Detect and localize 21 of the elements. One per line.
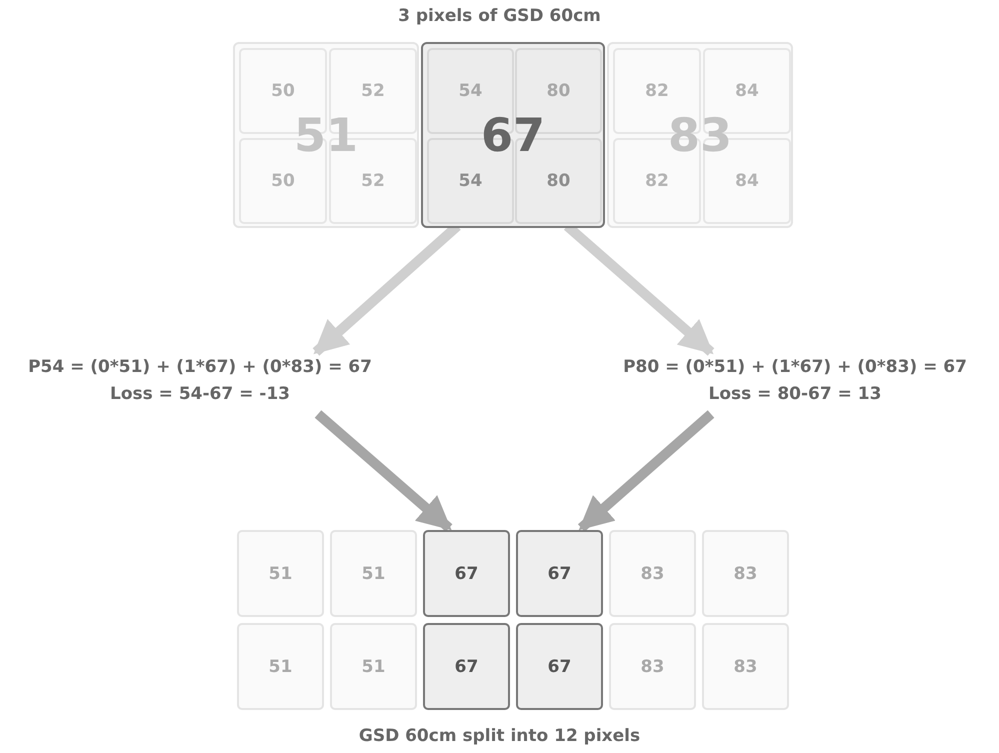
pixel-cell: 51 (330, 623, 417, 710)
pixel-cell: 51 (237, 530, 324, 617)
arrow (578, 410, 714, 532)
pixel-block (607, 42, 793, 228)
pixel-cell: 67 (423, 530, 510, 617)
pixel-block (421, 42, 605, 228)
caption: GSD 60cm split into 12 pixels (358, 726, 642, 746)
pixel-cell: 51 (237, 623, 324, 710)
arrow (314, 410, 452, 532)
pixel-cell: 67 (516, 530, 603, 617)
pixel-cell: 83 (609, 530, 696, 617)
formula-label: P80 = (0*51) + (1*67) + (0*83) = 67 Loss = 80-67 = 13 (595, 354, 995, 412)
pixel-cell: 67 (423, 623, 510, 710)
pixel-cell: 83 (702, 623, 789, 710)
pixel-block (233, 42, 419, 228)
pixel-cell: 67 (516, 623, 603, 710)
pixel-cell: 83 (702, 530, 789, 617)
formula-label: P54 = (0*51) + (1*67) + (0*83) = 67 Loss = 54-67 = -13 (0, 354, 400, 412)
pixel-cell: 51 (330, 530, 417, 617)
title: 3 pixels of GSD 60cm (397, 6, 602, 26)
pixel-cell: 83 (609, 623, 696, 710)
